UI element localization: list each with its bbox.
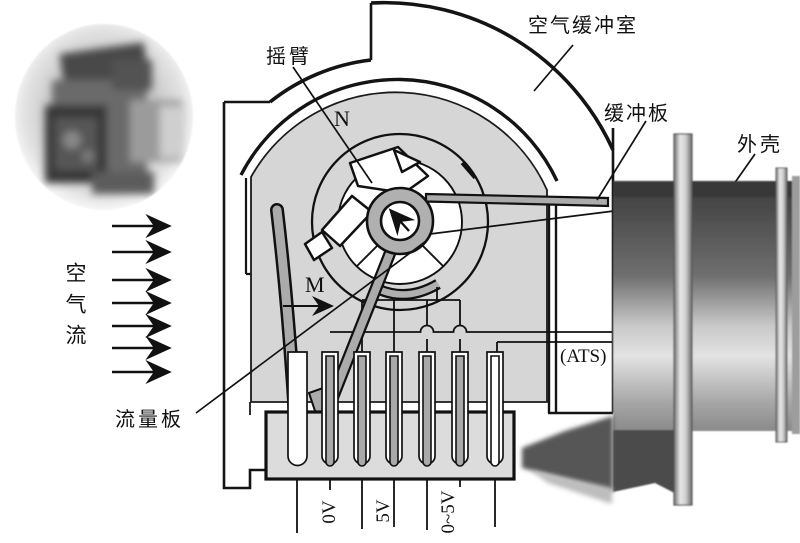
housing-label: 外壳 xyxy=(737,134,783,156)
pin-3 xyxy=(357,355,367,467)
device-photo-inset xyxy=(15,24,193,210)
air-flow-arrows xyxy=(112,214,172,384)
terminal-lead-lines xyxy=(296,479,496,533)
damping-plate-label: 缓冲板 xyxy=(604,103,670,125)
leader-flow-plate xyxy=(195,240,427,414)
leader-damping-plate xyxy=(596,120,647,201)
outer-arc-right xyxy=(370,0,615,151)
rocker-arm-assembly xyxy=(303,145,430,262)
housing-photo xyxy=(522,133,800,506)
pin-7-empty xyxy=(490,355,500,467)
leader-air-damping-chamber xyxy=(533,44,574,92)
housing-flange xyxy=(522,416,613,492)
leader-wiper-line xyxy=(429,210,615,235)
housing-cylinder xyxy=(613,181,800,431)
rotation-guide-circle xyxy=(310,132,490,312)
casing-left-wall xyxy=(222,102,272,490)
needle-icon xyxy=(388,208,416,237)
guide-circle-end-tick xyxy=(460,161,477,180)
hub-spokes xyxy=(356,244,444,267)
point-m-label: M xyxy=(305,272,325,297)
housing-flange-shadow xyxy=(530,470,612,504)
inner-chamber-wall-arc xyxy=(239,77,559,182)
pin-6 xyxy=(455,355,465,467)
outer-arc-left xyxy=(268,58,372,104)
channel-1 xyxy=(287,351,308,467)
leader-lines xyxy=(195,44,756,414)
housing-rib-1 xyxy=(673,133,693,506)
pin-2 xyxy=(325,355,335,467)
ats-label: (ATS) xyxy=(560,346,607,367)
housing-edge-strip xyxy=(792,176,800,434)
rocker-arm-label: 摇臂 xyxy=(266,46,312,68)
rocker-top-piece xyxy=(392,148,422,174)
rocker-foot-tab xyxy=(303,230,334,262)
connector-pins xyxy=(325,355,500,467)
terminal-5v-label: 5V xyxy=(373,499,394,523)
leader-rocker-arm xyxy=(292,66,373,184)
flow-plate-label: 流量板 xyxy=(115,409,184,431)
right-wall-lines xyxy=(547,197,558,413)
pin-5 xyxy=(422,355,432,467)
housing-rib-2 xyxy=(775,167,788,443)
terminal-0v-label: 0V xyxy=(319,500,340,524)
casing-right-edge xyxy=(548,128,615,415)
air-damping-chamber-label: 空气缓冲室 xyxy=(528,15,638,37)
point-n-label: N xyxy=(334,106,350,131)
pin-4 xyxy=(389,355,399,467)
air-flow-label: 空气流 xyxy=(63,262,87,355)
housing-bottom-section xyxy=(613,430,692,502)
vane-arm xyxy=(327,241,398,404)
terminal-0-5v-label: 0~5V xyxy=(438,490,459,534)
wire-ats-upper xyxy=(330,324,612,333)
